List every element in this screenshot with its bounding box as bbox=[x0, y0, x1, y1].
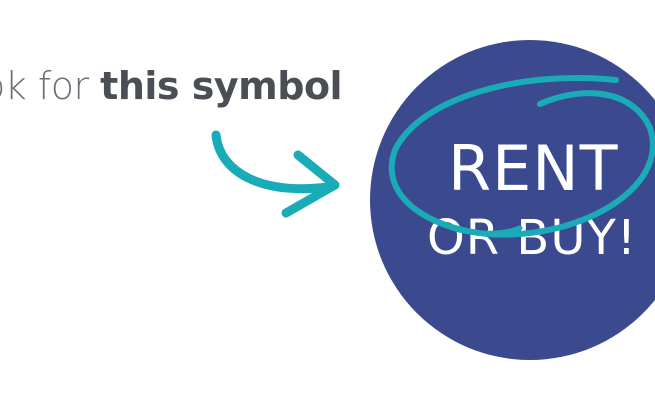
headline-emphasis: this symbol bbox=[100, 64, 343, 108]
headline-prefix: ok for bbox=[0, 64, 89, 108]
headline: ok for this symbol bbox=[0, 64, 343, 108]
badge-line-rent: RENT bbox=[448, 132, 619, 205]
curved-arrow-icon bbox=[211, 130, 340, 218]
badge-line-or-buy: OR BUY! bbox=[427, 210, 638, 266]
